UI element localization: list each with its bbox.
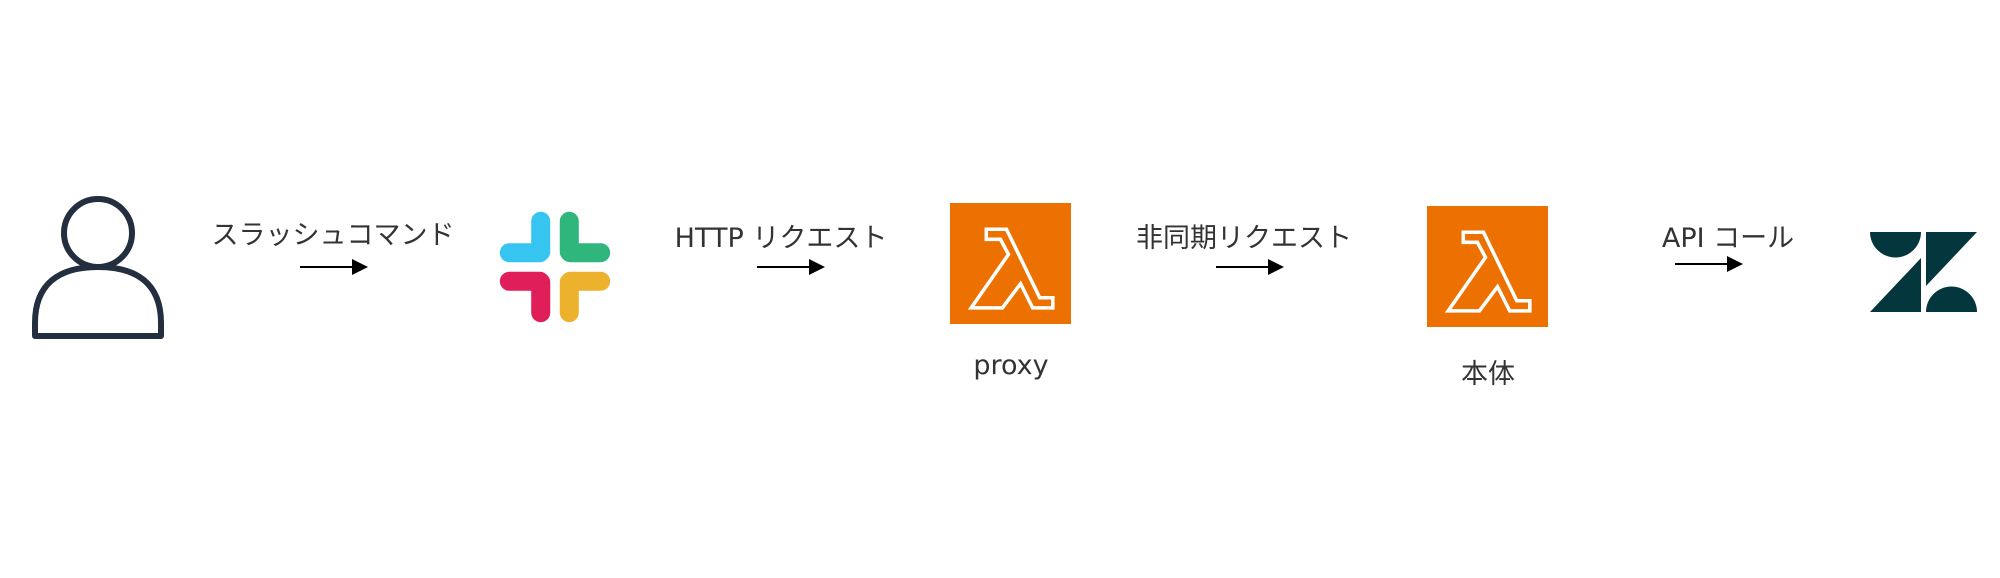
- lambda-proxy-node: [950, 203, 1071, 328]
- zendesk-logo-icon: [1870, 232, 1977, 312]
- arrow-proxy-to-main: [1216, 259, 1284, 275]
- arrow-user-to-slack: [300, 259, 368, 275]
- slack-logo-icon: [499, 211, 611, 323]
- lambda-main-node: [1427, 206, 1548, 331]
- lambda-icon: [950, 203, 1071, 324]
- user-icon: [32, 196, 164, 339]
- edge-label-slash-command: スラッシュコマンド: [211, 220, 455, 251]
- arrow-slack-to-proxy: [757, 259, 825, 275]
- edge-label-http-request: HTTP リクエスト: [674, 223, 888, 254]
- zendesk-node: [1868, 230, 1979, 318]
- arrow-main-to-zendesk: [1675, 256, 1743, 272]
- node-label-proxy: proxy: [973, 350, 1049, 381]
- user-node: [30, 195, 168, 345]
- lambda-icon: [1427, 206, 1548, 327]
- edge-label-api-call: API コール: [1661, 223, 1795, 254]
- node-label-main: 本体: [1461, 359, 1515, 390]
- slack-node: [496, 208, 614, 330]
- edge-label-async-request: 非同期リクエスト: [1136, 223, 1352, 254]
